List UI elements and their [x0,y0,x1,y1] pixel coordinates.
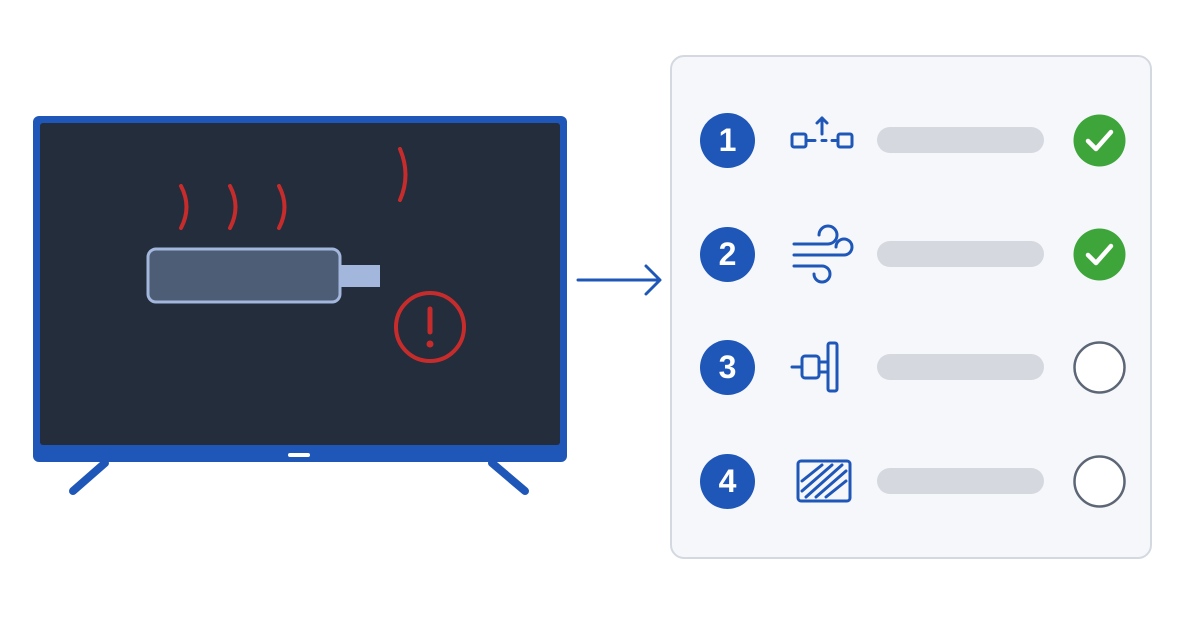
vent-icon [796,459,852,503]
tv-stand [69,459,529,495]
arrow-right-icon [576,264,662,296]
tv-power-led [288,453,310,457]
wind-icon [792,224,854,284]
step-number-badge: 2 [700,227,755,282]
checklist-step-3: 3 [672,337,1150,397]
check-complete-icon [1073,114,1126,167]
pending-circle-icon [1073,341,1126,394]
check-complete-icon [1073,228,1126,281]
step-number-badge: 3 [700,340,755,395]
step-label-placeholder [877,127,1044,153]
step-number-badge: 1 [700,113,755,168]
checklist-panel: 1 2 [670,55,1152,559]
step-label-placeholder [877,354,1044,380]
step-label-placeholder [877,241,1044,267]
move-up-icon [790,116,854,149]
checklist-step-2: 2 [672,224,1150,284]
streaming-stick-icon [146,247,380,304]
plug-icon [790,341,839,393]
tv-illustration [33,116,567,495]
checklist-step-4: 4 [672,451,1150,511]
heat-waves-icon [179,147,408,230]
step-label-placeholder [877,468,1044,494]
step-number-badge: 4 [700,454,755,509]
warning-icon [394,291,466,363]
checklist-step-1: 1 [672,110,1150,170]
pending-circle-icon [1073,455,1126,508]
